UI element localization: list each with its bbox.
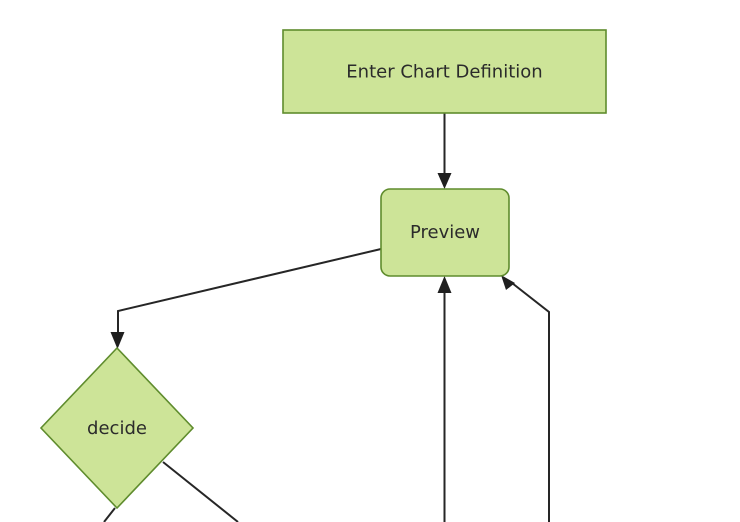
edge-layer — [103, 113, 550, 522]
edge-decide-to-bottom-right — [162, 461, 239, 522]
edge-line — [511, 282, 550, 522]
node-shape-diamond — [39, 346, 195, 510]
node-shape-rectangle — [282, 29, 607, 114]
arrow-head-icon — [110, 332, 125, 349]
edge-decide-to-bottom-left — [103, 507, 116, 522]
node-layer: Enter Chart Definition Preview decide — [39, 29, 607, 510]
node-label-preview: Preview — [410, 222, 480, 243]
edge-enter-to-preview — [437, 113, 452, 189]
edge-bottom-right-to-preview — [501, 275, 550, 522]
arrow-head-icon — [437, 276, 452, 293]
edge-line — [162, 461, 239, 522]
edge-bottom-center-to-preview — [437, 276, 452, 522]
arrow-head-icon — [501, 275, 515, 290]
node-enter-chart-definition[interactable]: Enter Chart Definition — [282, 29, 607, 114]
node-decide[interactable]: decide — [39, 346, 195, 510]
node-label-enter-chart-definition: Enter Chart Definition — [346, 62, 542, 83]
edge-line — [103, 507, 116, 522]
arrow-head-icon — [437, 173, 452, 189]
node-label-decide: decide — [87, 418, 147, 439]
node-shape-rounded-rectangle — [380, 188, 510, 277]
edge-preview-to-decide — [110, 248, 382, 349]
node-preview[interactable]: Preview — [380, 188, 510, 277]
edge-line — [117, 248, 382, 339]
